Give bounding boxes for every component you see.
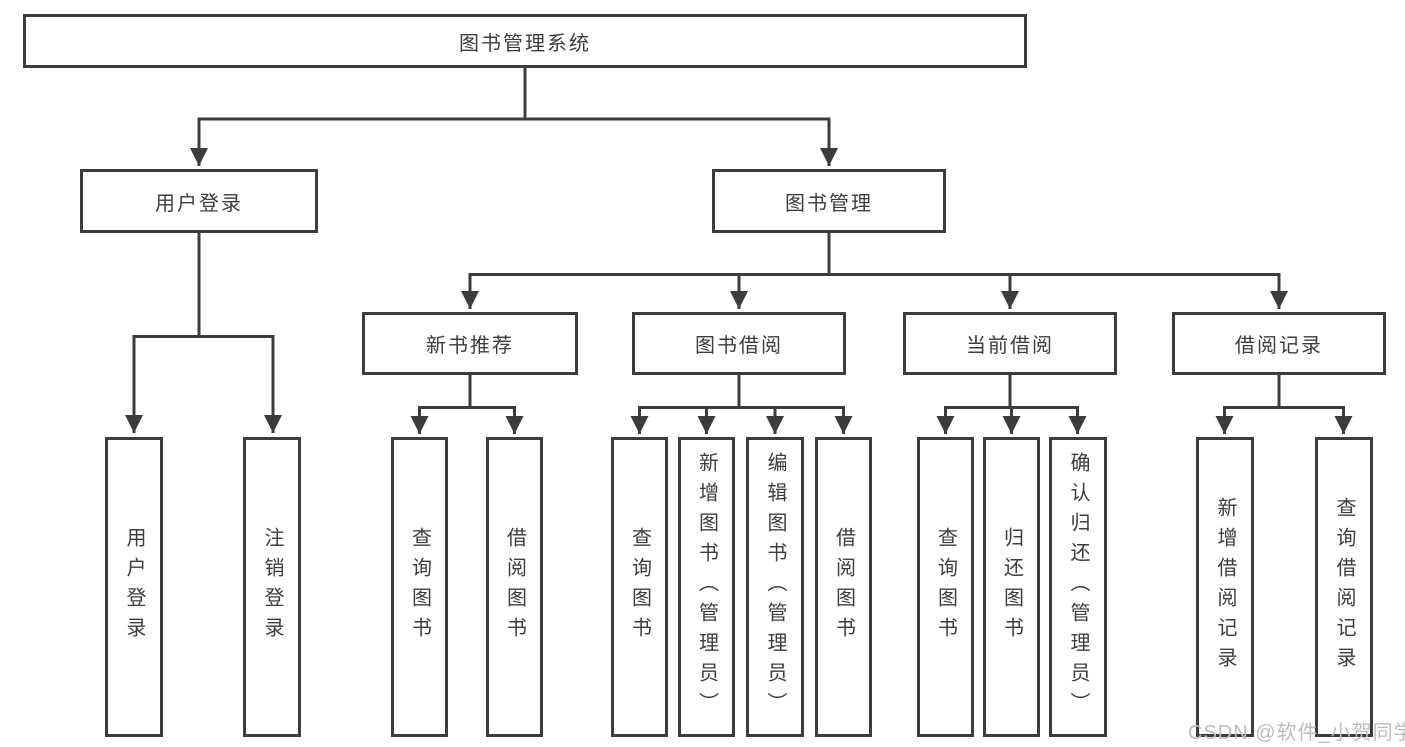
leaf-borrow-query-books-label: 查询图书	[628, 527, 651, 647]
leaf-rec-query-books: 查询图书	[391, 437, 448, 737]
node-book-mgmt: 图书管理	[712, 169, 946, 233]
leaf-borrow-edit-books-admin: 编辑图书（管理员）	[746, 437, 804, 737]
node-new-book-rec-label: 新书推荐	[426, 335, 514, 357]
leaf-user-login: 用户登录	[105, 437, 163, 737]
node-root: 图书管理系统	[23, 14, 1027, 68]
node-root-label: 图书管理系统	[459, 32, 591, 55]
node-user-login: 用户登录	[80, 169, 318, 233]
connector-book-mgmt-to-level3	[461, 233, 1288, 309]
leaf-borrow-borrow-books-label: 借阅图书	[832, 527, 855, 647]
leaf-rec-borrow-books-label: 借阅图书	[503, 527, 526, 647]
connector-user-login-subtree	[125, 233, 282, 433]
leaf-borrow-borrow-books: 借阅图书	[815, 437, 872, 737]
connector-root-to-level2	[190, 68, 838, 166]
leaf-records-add-record: 新增借阅记录	[1196, 437, 1254, 737]
node-borrow-records: 借阅记录	[1172, 312, 1386, 375]
connector-book-borrow-subtree	[630, 375, 853, 434]
node-book-borrow-label: 图书借阅	[695, 335, 783, 357]
leaf-logout-label: 注销登录	[261, 527, 283, 647]
leaf-borrow-add-books-admin-label: 新增图书（管理员）	[695, 452, 718, 722]
leaf-borrow-query-books: 查询图书	[611, 437, 668, 737]
leaf-user-login-label: 用户登录	[123, 527, 145, 647]
leaf-current-return-books-label: 归还图书	[1000, 527, 1023, 647]
node-current-borrow-label: 当前借阅	[966, 335, 1054, 357]
leaf-records-query-record-label: 查询借阅记录	[1333, 497, 1355, 677]
leaf-borrow-edit-books-admin-label: 编辑图书（管理员）	[764, 452, 786, 722]
leaf-current-return-books: 归还图书	[983, 437, 1040, 737]
node-new-book-rec: 新书推荐	[362, 312, 578, 375]
node-user-login-label: 用户登录	[155, 192, 243, 215]
leaf-current-query-books: 查询图书	[917, 437, 974, 737]
leaf-rec-borrow-books: 借阅图书	[486, 437, 543, 737]
leaf-records-query-record: 查询借阅记录	[1315, 437, 1373, 737]
connector-borrow-records-subtree	[1215, 375, 1353, 434]
leaf-current-confirm-return-admin: 确认归还（管理员）	[1049, 437, 1107, 737]
node-book-borrow: 图书借阅	[632, 312, 846, 375]
node-current-borrow: 当前借阅	[903, 312, 1117, 375]
leaf-current-confirm-return-admin-label: 确认归还（管理员）	[1067, 452, 1089, 722]
leaf-logout: 注销登录	[243, 437, 301, 737]
csdn-watermark: CSDN @软件_小贺同学	[1188, 722, 1405, 744]
connector-new-book-rec-subtree	[410, 375, 524, 434]
leaf-current-query-books-label: 查询图书	[934, 527, 957, 647]
leaf-rec-query-books-label: 查询图书	[408, 527, 431, 647]
node-book-mgmt-label: 图书管理	[785, 192, 873, 215]
connector-current-borrow-subtree	[936, 375, 1087, 434]
leaf-borrow-add-books-admin: 新增图书（管理员）	[678, 437, 735, 737]
node-borrow-records-label: 借阅记录	[1235, 335, 1323, 357]
leaf-records-add-record-label: 新增借阅记录	[1214, 497, 1236, 677]
